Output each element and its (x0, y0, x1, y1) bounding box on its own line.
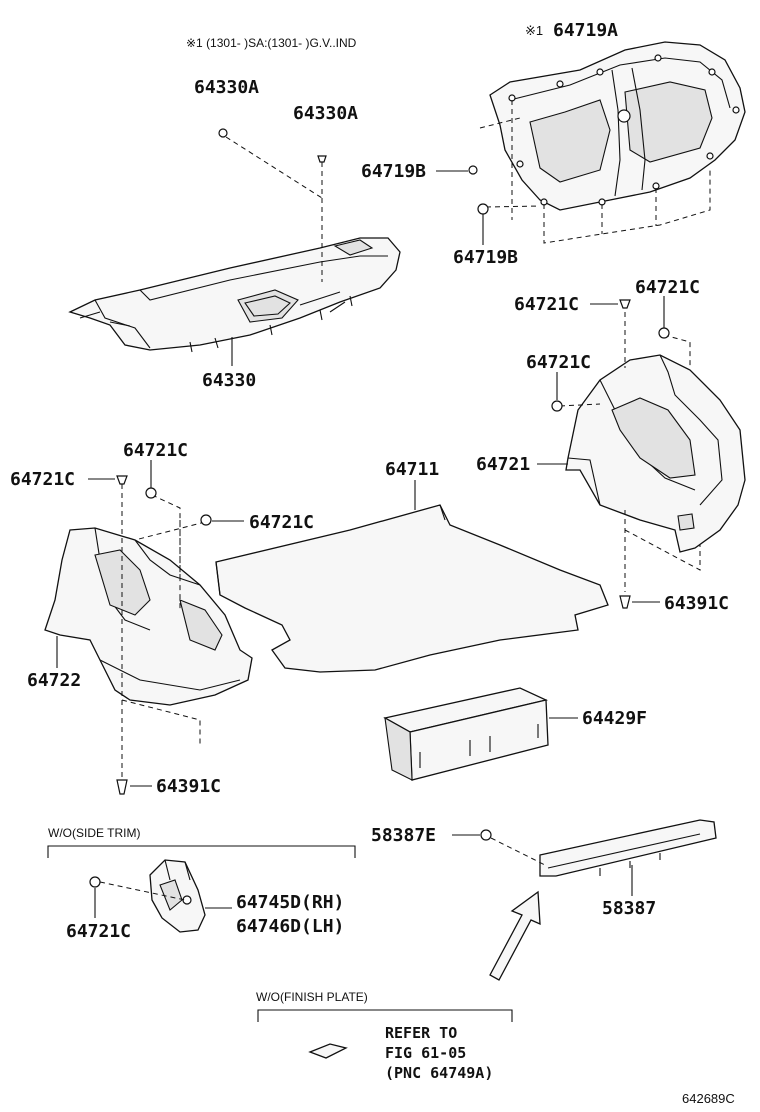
lh-side-trim-drawing (44, 527, 253, 706)
finish-plate-drawing (539, 819, 717, 877)
label-tray-clip-a: 64330A (194, 77, 259, 98)
label-rh-clip-top: 64721C (514, 294, 579, 315)
label-trunk-cover: 64719A (553, 20, 618, 41)
rh-clip-mid-icon (551, 400, 563, 412)
label-side-lh: 64746D(LH) (236, 916, 344, 937)
label-package-tray: 64330 (202, 370, 256, 391)
label-rh-clip-right: 64721C (635, 277, 700, 298)
label-lh-trim: 64722 (27, 670, 81, 691)
label-cover-clip-b: 64719B (453, 247, 518, 268)
side-panel-drawing (149, 859, 206, 933)
side-clip-icon (89, 876, 101, 888)
side-trim-section-title: W/O(SIDE TRIM) (48, 826, 140, 840)
storage-box-drawing (383, 687, 549, 781)
lh-clip-a-icon (116, 475, 128, 485)
applicability-note: ※1 (1301- )SA:(1301- )G.V..IND (186, 36, 357, 50)
side-trim-bracket (47, 845, 356, 858)
rh-bottom-clip-icon (619, 595, 631, 609)
label-tray-clip-b: 64330A (293, 103, 358, 124)
refer-line-3: (PNC 64749A) (385, 1064, 493, 1082)
label-lh-bottom-clip: 64391C (156, 776, 221, 797)
label-lh-clip-b: 64721C (123, 440, 188, 461)
tray-clip-a-icon (218, 128, 228, 138)
label-floor-mat: 64711 (385, 459, 439, 480)
rh-clip-right-icon (658, 327, 670, 339)
label-box: 64429F (582, 708, 647, 729)
package-tray-drawing (68, 237, 401, 353)
label-rh-bottom-clip: 64391C (664, 593, 729, 614)
finish-plate-bracket (257, 1009, 513, 1022)
refer-line-1: REFER TO (385, 1024, 457, 1042)
rh-side-trim-drawing (565, 354, 746, 553)
trunk-cover-drawing (489, 41, 746, 211)
cover-clip-a-icon (468, 165, 478, 175)
tray-clip-b-icon (317, 155, 327, 163)
label-cover-clip-a: 64719B (361, 161, 426, 182)
cover-clip-b-icon (477, 203, 489, 215)
label-rh-clip-mid: 64721C (526, 352, 591, 373)
lh-bottom-clip-icon (116, 779, 128, 795)
small-plate-icon (308, 1043, 348, 1059)
label-finish-plate: 58387 (602, 898, 656, 919)
refer-line-2: FIG 61-05 (385, 1044, 466, 1062)
label-side-rh: 64745D(RH) (236, 892, 344, 913)
label-plate-clip: 58387E (371, 825, 436, 846)
floor-mat-drawing (215, 504, 609, 673)
label-lh-clip-a: 64721C (10, 469, 75, 490)
label-rh-trim: 64721 (476, 454, 530, 475)
rh-clip-top-icon (619, 299, 631, 309)
finish-plate-section-title: W/O(FINISH PLATE) (256, 990, 368, 1004)
plate-clip-icon (480, 829, 492, 841)
lh-clip-c-icon (200, 514, 212, 526)
cover-marker: ※1 (525, 23, 543, 38)
arrow-icon (489, 890, 541, 981)
lh-clip-b-icon (145, 487, 157, 499)
label-lh-clip-c: 64721C (249, 512, 314, 533)
label-side-clip: 64721C (66, 921, 131, 942)
figure-code: 642689C (682, 1091, 735, 1106)
